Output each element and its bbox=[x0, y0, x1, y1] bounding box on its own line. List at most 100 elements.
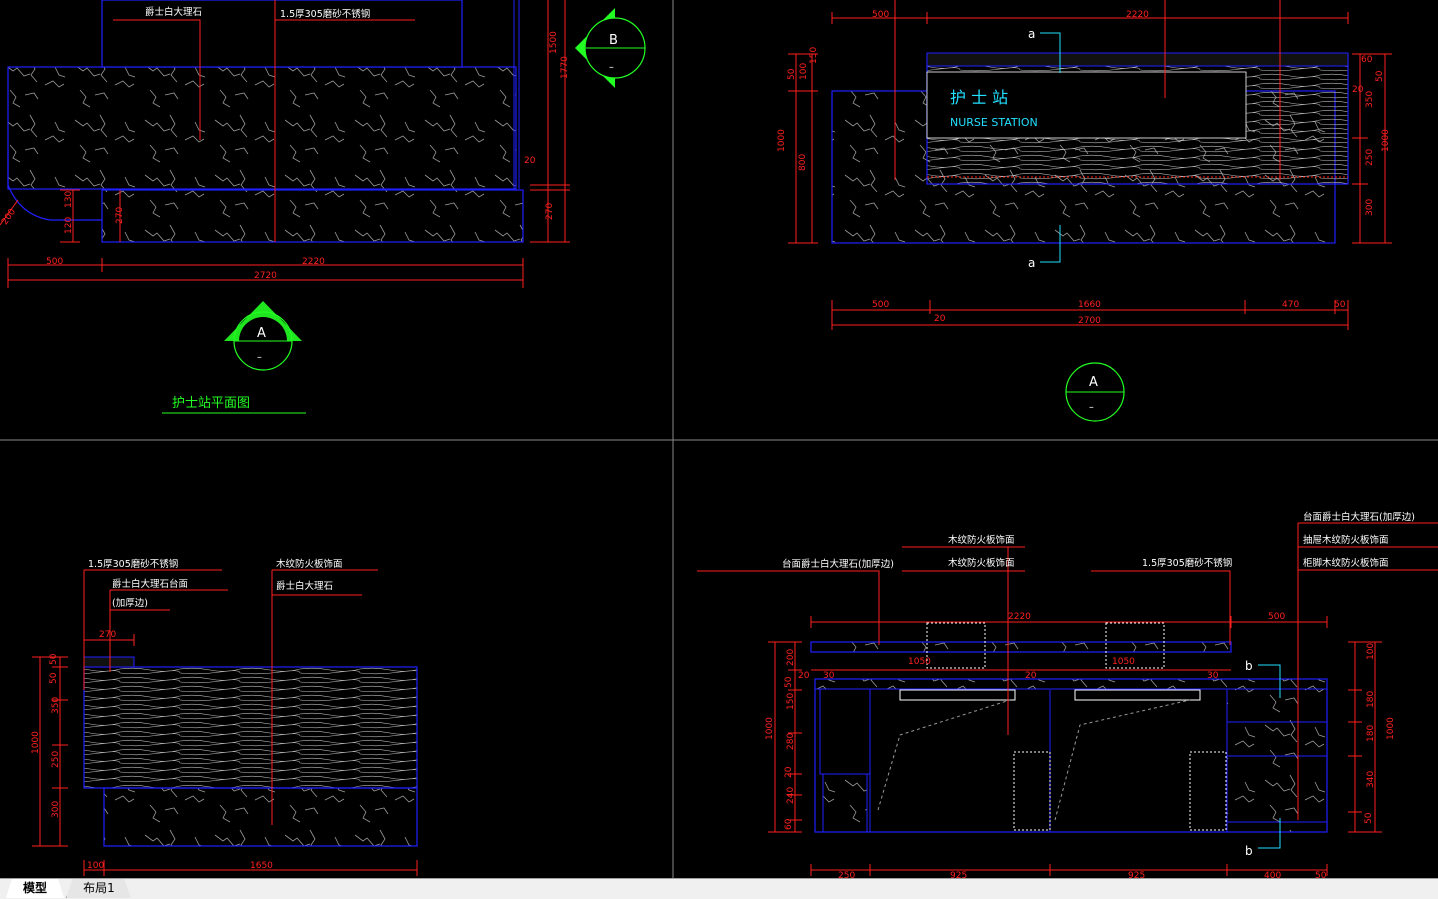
section-dim-l150: 150 bbox=[786, 693, 796, 710]
section-dim-r1000: 1000 bbox=[1386, 717, 1396, 740]
section-dim-r100: 100 bbox=[1366, 643, 1376, 660]
front-sign-en: NURSE STATION bbox=[950, 116, 1038, 129]
section-dim-t500: 500 bbox=[1268, 612, 1285, 622]
plan-dim-120: 120 bbox=[64, 217, 74, 234]
section-dim-30b: 30 bbox=[1207, 671, 1219, 681]
plan-steel-label: 1.5厚305磨砂不锈钢 bbox=[280, 8, 370, 20]
plan-dim-2220: 2220 bbox=[302, 257, 325, 267]
front-dim-b2700: 2700 bbox=[1078, 316, 1101, 326]
front-dim-r1000: 1000 bbox=[1381, 129, 1391, 152]
front-marker-letter: A bbox=[1089, 375, 1098, 390]
side-dim-350: 350 bbox=[51, 697, 61, 714]
section-dim-b250: 250 bbox=[838, 871, 855, 878]
plan-dim-r200: 200 bbox=[0, 207, 18, 227]
section-top-marble-label: 台面爵士白大理石(加厚边) bbox=[782, 558, 894, 570]
front-dim-l50: 50 bbox=[787, 68, 797, 80]
front-dim-r50: 50 bbox=[1375, 70, 1385, 82]
section-dim-20b: 20 bbox=[1025, 671, 1037, 681]
plan-title: 护士站平面图 bbox=[172, 396, 250, 411]
section-wood2-label: 木纹防火板饰面 bbox=[948, 557, 1015, 569]
front-cut-top: a bbox=[1028, 27, 1035, 41]
front-dim-b1660: 1660 bbox=[1078, 300, 1101, 310]
plan-section-marker-a[interactable] bbox=[223, 301, 303, 371]
front-dim-t500: 500 bbox=[872, 10, 889, 20]
side-thick-label: (加厚边) bbox=[112, 598, 148, 609]
section-dim-b400: 400 bbox=[1264, 871, 1281, 878]
section-dim-20a: 20 bbox=[798, 671, 810, 681]
section-dim-l50: 50 bbox=[784, 676, 794, 688]
front-dim-r250: 250 bbox=[1365, 149, 1375, 166]
front-dim-l800: 800 bbox=[798, 154, 808, 171]
section-right-label-1: 台面爵士白大理石(加厚边) bbox=[1303, 511, 1415, 523]
plan-marker-a-letter: A bbox=[257, 326, 266, 341]
side-marble-top-label: 爵士白大理石台面 bbox=[112, 578, 188, 590]
plan-dim-270: 270 bbox=[115, 207, 125, 224]
side-dim-300: 300 bbox=[51, 801, 61, 818]
section-right-label-3: 柜脚木纹防火板饰面 bbox=[1303, 557, 1389, 569]
section-dim-1050a: 1050 bbox=[908, 657, 931, 667]
plan-view bbox=[0, 0, 570, 414]
front-cut-bottom: a bbox=[1028, 256, 1035, 270]
front-dim-l1000: 1000 bbox=[777, 129, 787, 152]
front-sign-cn: 护 士 站 bbox=[950, 88, 1008, 107]
plan-marble-label: 爵士白大理石 bbox=[145, 6, 202, 18]
front-dim-b470: 470 bbox=[1282, 300, 1299, 310]
viewport-dividers bbox=[0, 0, 1438, 878]
front-dim-l100: 100 bbox=[799, 63, 809, 80]
section-dim-b925b: 925 bbox=[1128, 871, 1145, 878]
plan-marker-a-sub: – bbox=[257, 352, 262, 363]
plan-dim-130: 130 bbox=[64, 191, 74, 208]
plan-dim-1500: 1500 bbox=[549, 31, 559, 54]
front-marker-sub: – bbox=[1089, 402, 1094, 413]
section-right-label-2: 抽屉木纹防火板饰面 bbox=[1303, 534, 1389, 546]
plan-marker-b-sub: – bbox=[609, 62, 614, 73]
plan-dim-500: 500 bbox=[46, 257, 63, 267]
section-cut-bottom: b bbox=[1245, 844, 1253, 858]
section-dim-b50: 50 bbox=[1315, 871, 1327, 878]
side-steel-label: 1.5厚305磨砂不锈钢 bbox=[88, 558, 178, 570]
front-elevation bbox=[788, 0, 1392, 330]
tab-layout-1[interactable]: 布局1 bbox=[66, 879, 131, 898]
section-dim-l60: 60 bbox=[784, 818, 794, 830]
front-dim-l150: 150 bbox=[809, 47, 819, 64]
side-dim-1000: 1000 bbox=[31, 731, 41, 754]
section-dim-r50: 50 bbox=[1364, 812, 1374, 824]
plan-section-marker-b[interactable] bbox=[575, 8, 646, 88]
front-dim-r60: 60 bbox=[1361, 55, 1373, 65]
section-wood1-label: 木纹防火板饰面 bbox=[948, 534, 1015, 546]
section-dim-r180b: 180 bbox=[1366, 725, 1376, 742]
section-cut-top: b bbox=[1245, 659, 1253, 673]
section-dim-l1000: 1000 bbox=[765, 717, 775, 740]
side-elevation bbox=[32, 569, 418, 876]
plan-dim-270-right: 270 bbox=[545, 203, 555, 220]
section-dim-l200: 200 bbox=[786, 649, 796, 666]
section-dim-l240: 240 bbox=[786, 787, 796, 804]
section-steel-label: 1.5厚305磨砂不锈钢 bbox=[1142, 557, 1232, 569]
section-dim-1050b: 1050 bbox=[1112, 657, 1135, 667]
section-dim-t2220: 2220 bbox=[1008, 612, 1031, 622]
side-dim-100: 100 bbox=[87, 861, 104, 871]
side-dim-250: 250 bbox=[51, 751, 61, 768]
front-dim-r20: 20 bbox=[1352, 85, 1364, 95]
side-dim-50a: 50 bbox=[49, 653, 59, 665]
section-dim-30a: 30 bbox=[823, 671, 835, 681]
section-dim-l20: 20 bbox=[784, 766, 794, 778]
cad-drawing-canvas[interactable]: 爵士白大理石 1.5厚305磨砂不锈钢 500 2220 2720 1500 1… bbox=[0, 0, 1438, 878]
section-dim-r180a: 180 bbox=[1366, 691, 1376, 708]
section-elevation bbox=[697, 522, 1438, 876]
layout-tab-bar: 模型 布局1 bbox=[0, 878, 1438, 899]
section-dim-b925a: 925 bbox=[950, 871, 967, 878]
plan-dim-1770: 1770 bbox=[560, 56, 570, 79]
front-dim-r300: 300 bbox=[1365, 199, 1375, 216]
front-dim-b50: 50 bbox=[1334, 300, 1346, 310]
front-section-marker-a[interactable] bbox=[1065, 362, 1125, 422]
plan-marker-b-letter: B bbox=[609, 33, 618, 48]
front-dim-b20: 20 bbox=[934, 314, 946, 324]
section-dim-r340: 340 bbox=[1366, 771, 1376, 788]
front-dim-t2220: 2220 bbox=[1126, 10, 1149, 20]
tab-model[interactable]: 模型 bbox=[6, 879, 64, 898]
side-dim-1650: 1650 bbox=[250, 861, 273, 871]
plan-dim-2720: 2720 bbox=[254, 271, 277, 281]
side-marble-label: 爵士白大理石 bbox=[276, 580, 333, 592]
plan-dim-20: 20 bbox=[524, 156, 536, 166]
